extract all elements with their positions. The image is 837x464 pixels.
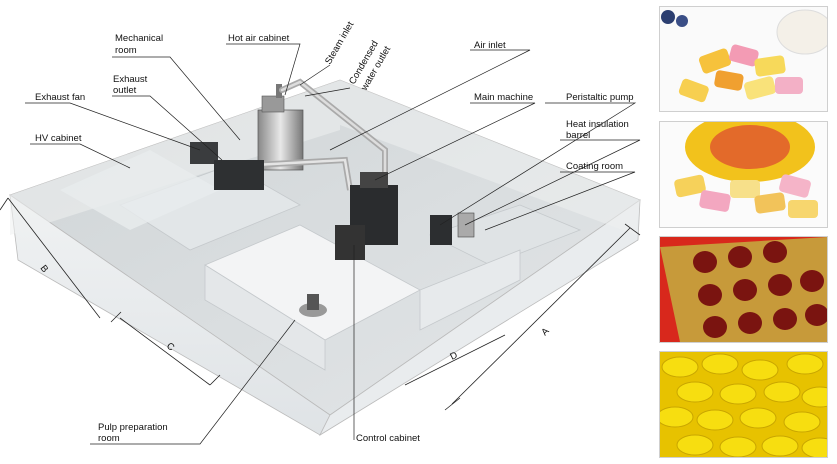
label-mechanical-room: Mechanical xyxy=(115,33,163,44)
label-barrel: barrel xyxy=(566,130,590,141)
label-heat-insulation: Heat insulation xyxy=(566,119,629,130)
label-mechanical-room-2: room xyxy=(115,45,137,56)
photo-gum-bottle xyxy=(659,6,828,112)
label-exhaust-fan: Exhaust fan xyxy=(35,92,85,103)
dimension-a: A xyxy=(539,325,552,338)
photo-softgel-blister xyxy=(659,236,828,343)
leader-lines xyxy=(25,43,641,445)
label-peristaltic-pump: Peristaltic pump xyxy=(566,92,634,103)
label-hot-air-cabinet: Hot air cabinet xyxy=(228,33,290,44)
dimension-b: B xyxy=(38,263,51,275)
label-exhaust-outlet: Exhaust xyxy=(113,74,148,85)
dimension-lines xyxy=(0,197,641,411)
photo-yellow-tablets xyxy=(659,351,828,458)
label-pulp-room: room xyxy=(98,433,120,444)
label-exhaust-outlet-2: outlet xyxy=(113,85,137,96)
label-steam-inlet: Steam inlet xyxy=(323,20,356,67)
photo-gum-tin xyxy=(659,121,828,228)
label-main-machine: Main machine xyxy=(474,92,533,103)
layout-diagram: Mechanical room Hot air cabinet Steam in… xyxy=(0,20,641,445)
label-hv-cabinet: HV cabinet xyxy=(35,133,82,144)
machinery xyxy=(190,78,475,317)
cleanroom-box xyxy=(9,79,641,437)
label-control-cabinet: Control cabinet xyxy=(356,433,420,444)
label-pulp-preparation: Pulp preparation xyxy=(98,422,168,433)
label-coating-room: Coating room xyxy=(566,161,623,172)
label-air-inlet: Air inlet xyxy=(474,40,506,51)
dimension-d: D xyxy=(448,350,459,363)
